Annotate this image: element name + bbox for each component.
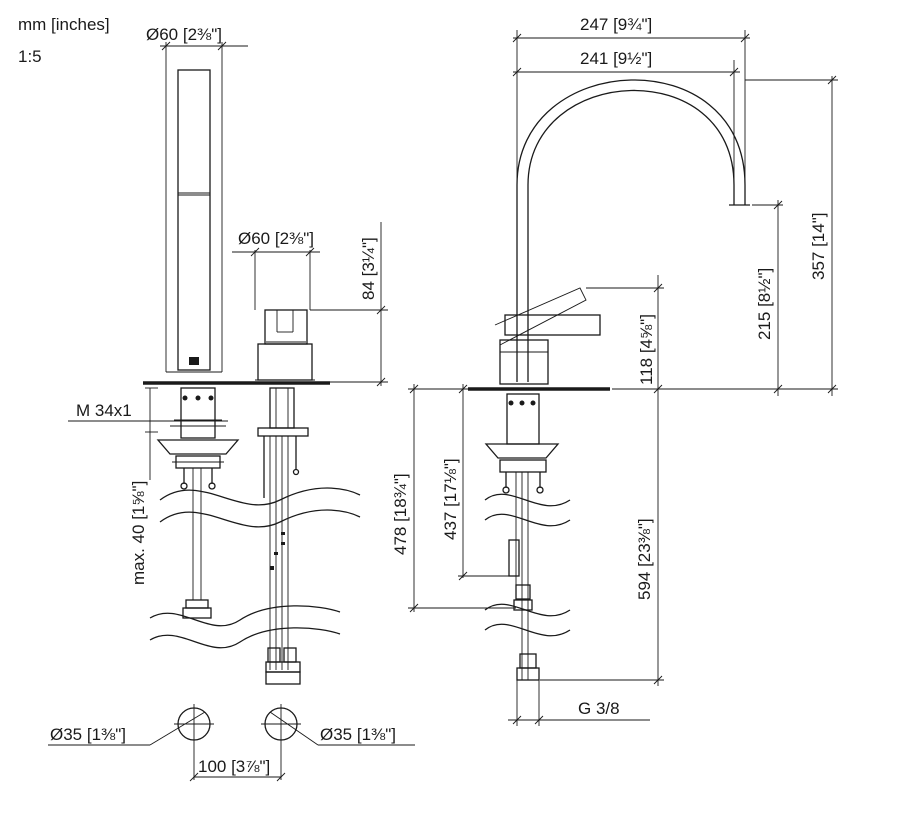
hole-spacing-label: 100 [3⅞"] (198, 757, 270, 776)
hose-length-dimension: 594 [23⅜"] (540, 388, 664, 686)
lever-height-label: 118 [4⅝"] (637, 314, 656, 385)
hand-shower (165, 69, 223, 373)
valve-mounting (257, 387, 309, 685)
dimension-478: 478 [18¾"] (391, 384, 516, 613)
connection-dimension: G 3/8 (508, 680, 650, 726)
lever-height-dimension: 118 [4⅝"] (586, 275, 664, 396)
hose-length-label: 594 [23⅜"] (635, 518, 654, 600)
max-deck-label: max. 40 [1⅝"] (129, 481, 148, 585)
spout-outlet-height-label: 215 [8½"] (755, 268, 774, 340)
hole-right-dimension: Ø35 [1⅜"] (269, 711, 415, 746)
faucet-mounting (484, 393, 560, 681)
dimension-437: 437 [17⅛"] (441, 384, 512, 581)
hole-left-dimension: Ø35 [1⅜"] (48, 711, 206, 746)
spout-reach-outer-dimension: 247 [9¾"] (512, 15, 750, 185)
hole-spacing-dimension: 100 [3⅞"] (189, 757, 286, 782)
spout-height-label: 357 [14"] (809, 213, 828, 280)
hole-left-symbol (174, 704, 214, 780)
shower-diameter-dimension: Ø60 [2⅜"] (146, 25, 248, 70)
valve-height-dimension: 84 [3¼"] (310, 222, 388, 387)
valve-diameter-label: Ø60 [2⅜"] (238, 229, 314, 248)
valve-height-label: 84 [3¼"] (359, 237, 378, 300)
shower-diameter-label: Ø60 [2⅜"] (146, 25, 222, 44)
thread-dimension: M 34x1 (68, 401, 228, 422)
max-deck-dimension: max. 40 [1⅝"] (129, 387, 158, 585)
break-lines (149, 487, 571, 649)
hole-right-symbol (261, 704, 301, 780)
thread-label: M 34x1 (76, 401, 132, 420)
dimension-437-label: 437 [17⅛"] (441, 458, 460, 540)
valve-diameter-dimension: Ø60 [2⅜"] (232, 229, 320, 310)
faucet-spout (516, 79, 750, 382)
faucet-body (494, 287, 601, 385)
diverter-valve (255, 309, 315, 381)
hole-left-label: Ø35 [1⅜"] (50, 725, 126, 744)
spout-reach-outer-label: 247 [9¾"] (580, 15, 652, 34)
connection-label: G 3/8 (578, 699, 620, 718)
units-label: mm [inches] (18, 15, 110, 34)
spout-outlet-height-dimension: 215 [8½"] (752, 200, 783, 396)
spout-reach-inner-label: 241 [9½"] (580, 49, 652, 68)
scale-label: 1:5 (18, 47, 42, 66)
hole-right-label: Ø35 [1⅜"] (320, 725, 396, 744)
spout-reach-inner-dimension: 241 [9½"] (512, 49, 740, 185)
dimension-478-label: 478 [18¾"] (391, 473, 410, 555)
shower-mounting (156, 387, 240, 619)
